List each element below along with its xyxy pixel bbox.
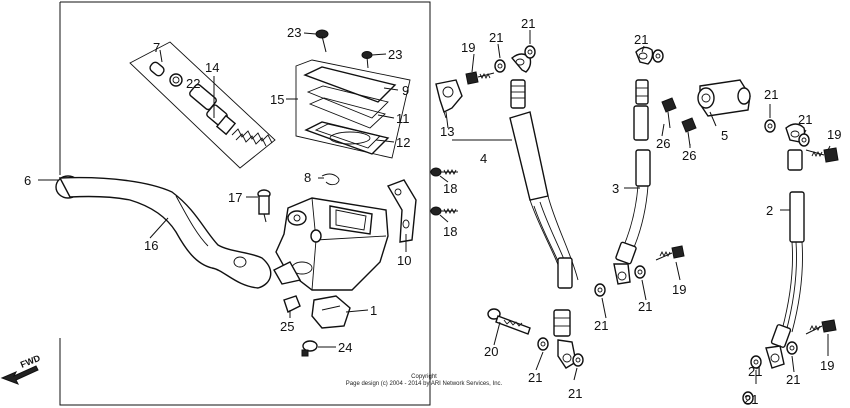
screw-24 [301, 340, 318, 357]
label-16: 16 [144, 238, 158, 253]
hose-4 [509, 53, 579, 369]
label-20: 20 [484, 344, 498, 359]
label-8: 8 [304, 170, 311, 185]
label-14: 14 [205, 60, 219, 75]
bolt-18b [430, 206, 458, 216]
label-23b: 23 [388, 47, 402, 62]
label-5: 5 [721, 128, 728, 143]
holder-10 [386, 179, 417, 243]
bolt-19-right-upper [805, 147, 839, 163]
fwd-indicator: FWD [0, 353, 42, 385]
fwd-label: FWD [19, 353, 42, 370]
label-23a: 23 [287, 25, 301, 40]
screw-23b [361, 51, 373, 69]
bolt-18a [430, 167, 458, 177]
piston-kit-group [129, 41, 276, 169]
label-4: 4 [480, 151, 487, 166]
label-13: 13 [440, 124, 454, 139]
label-24: 24 [338, 340, 352, 355]
pivot-bolt-17 [257, 189, 271, 223]
label-19b: 19 [827, 127, 841, 142]
copyright-line-1: Copyright [411, 374, 437, 380]
bolt-20 [487, 308, 531, 335]
label-21c: 21 [528, 370, 542, 385]
screw-23a [315, 29, 329, 53]
label-9: 9 [402, 83, 409, 98]
group-frame [59, 1, 431, 406]
label-18a: 18 [443, 181, 457, 196]
label-6: 6 [24, 173, 31, 188]
oil-bolt-13 [435, 79, 463, 119]
label-21g: 21 [798, 112, 812, 127]
label-11: 11 [396, 111, 410, 126]
label-2: 2 [766, 203, 773, 218]
reservoir-cap-group [295, 59, 411, 159]
label-15: 15 [270, 92, 284, 107]
copyright-line-2: Page design (c) 2004 - 2014 by ARI Netwo… [346, 381, 503, 387]
label-12: 12 [396, 135, 410, 150]
leader-lines [38, 30, 831, 384]
clip-8 [321, 173, 340, 186]
label-7: 7 [153, 40, 160, 55]
washers-21 [494, 45, 810, 405]
label-19c: 19 [672, 282, 686, 297]
label-21b: 21 [489, 30, 503, 45]
label-21e: 21 [634, 32, 648, 47]
label-21d: 21 [568, 386, 582, 401]
washer-25 [283, 295, 301, 313]
bolt-26b [681, 117, 697, 147]
bolt-26a [661, 97, 677, 129]
label-21l: 21 [744, 392, 758, 407]
label-10: 10 [397, 253, 411, 268]
label-26b: 26 [682, 148, 696, 163]
label-17: 17 [228, 190, 242, 205]
stop-switch-1 [311, 295, 351, 329]
label-21j: 21 [786, 372, 800, 387]
label-21h: 21 [594, 318, 608, 333]
label-21a: 21 [521, 16, 535, 31]
hose-2 [765, 123, 806, 369]
label-21i: 21 [638, 299, 652, 314]
bolt-19-middle [655, 245, 685, 261]
hose-3 [613, 46, 654, 285]
label-21k: 21 [748, 364, 762, 379]
label-1: 1 [370, 303, 377, 318]
label-19d: 19 [820, 358, 834, 373]
label-18b: 18 [443, 224, 457, 239]
label-26a: 26 [656, 136, 670, 151]
bolt-19-right-lower [805, 319, 837, 335]
bolt-19-left [465, 71, 495, 85]
label-21f: 21 [764, 87, 778, 102]
label-25: 25 [280, 319, 294, 334]
callout-labels: 7 14 22 23 23 15 9 11 12 8 6 17 16 10 18… [24, 16, 841, 407]
label-3: 3 [612, 181, 619, 196]
label-22: 22 [186, 76, 200, 91]
label-19a: 19 [461, 40, 475, 55]
joint-5 [697, 79, 751, 117]
spring [231, 128, 273, 147]
master-cylinder-body [273, 197, 389, 291]
brake-lever [55, 175, 272, 289]
